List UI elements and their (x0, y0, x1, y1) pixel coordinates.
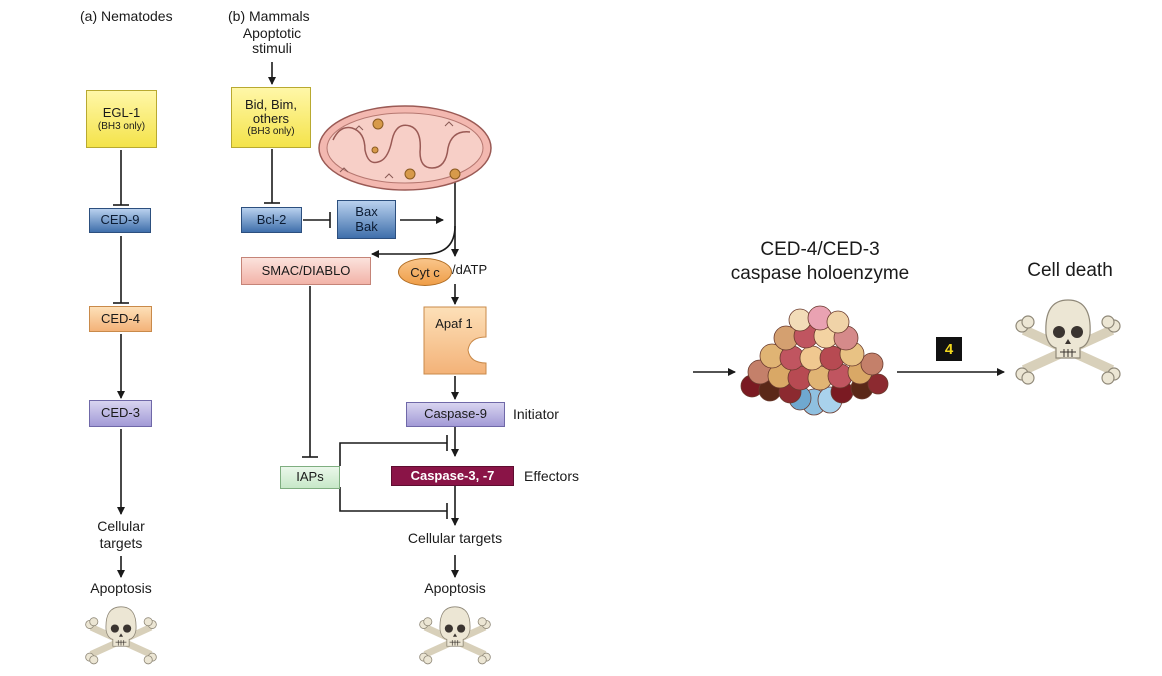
bid-bim-sub-label: (BH3 only) (247, 126, 295, 138)
ced9-box: CED-9 (89, 208, 151, 233)
step-badge: 4 (936, 337, 962, 361)
smac-diablo-box: SMAC/DIABLO (241, 257, 371, 285)
initiator-label: Initiator (513, 406, 559, 422)
bax-bak-box: Bax Bak (337, 200, 396, 239)
ced3-box: CED-3 (89, 400, 152, 427)
inhibit-iaps-casp9 (339, 442, 447, 466)
bid-bim-label: Bid, Bim, others (244, 96, 297, 126)
iaps-box: IAPs (280, 466, 340, 489)
cyt-c-oval: Cyt c (398, 258, 452, 286)
mammal-targets-label: Cellular targets (407, 530, 503, 546)
inhibit-iaps-targets (339, 487, 447, 512)
apoptotic-stimuli-label: Apoptotic stimuli (242, 25, 302, 57)
egl1-box: EGL-1 (BH3 only) (86, 90, 157, 148)
egl1-sub-label: (BH3 only) (97, 120, 146, 132)
egl1-label: EGL-1 (102, 105, 141, 121)
caspase3-7-box: Caspase-3, -7 (391, 466, 514, 486)
mammal-apoptosis-label: Apoptosis (424, 580, 486, 596)
ced4-box: CED-4 (89, 306, 152, 332)
holoenzyme-title: CED-4/CED-3 caspase holoenzyme (730, 239, 910, 284)
caspase9-box: Caspase-9 (406, 402, 505, 427)
mammals-title: (b) Mammals (228, 8, 310, 24)
effectors-label: Effectors (524, 468, 579, 484)
nematode-apoptosis-label: Apoptosis (90, 580, 152, 596)
nematodes-title: (a) Nematodes (80, 8, 173, 24)
cyt-c-label: Cyt c (410, 264, 440, 280)
apaf1-label: Apaf 1 (435, 316, 473, 331)
bid-bim-box: Bid, Bim, others (BH3 only) (231, 87, 311, 148)
nematode-targets-label: Cellular targets (97, 518, 145, 551)
cell-death-label: Cell death (1027, 260, 1113, 281)
bcl2-box: Bcl-2 (241, 207, 302, 233)
datp-label: /dATP (452, 262, 488, 277)
